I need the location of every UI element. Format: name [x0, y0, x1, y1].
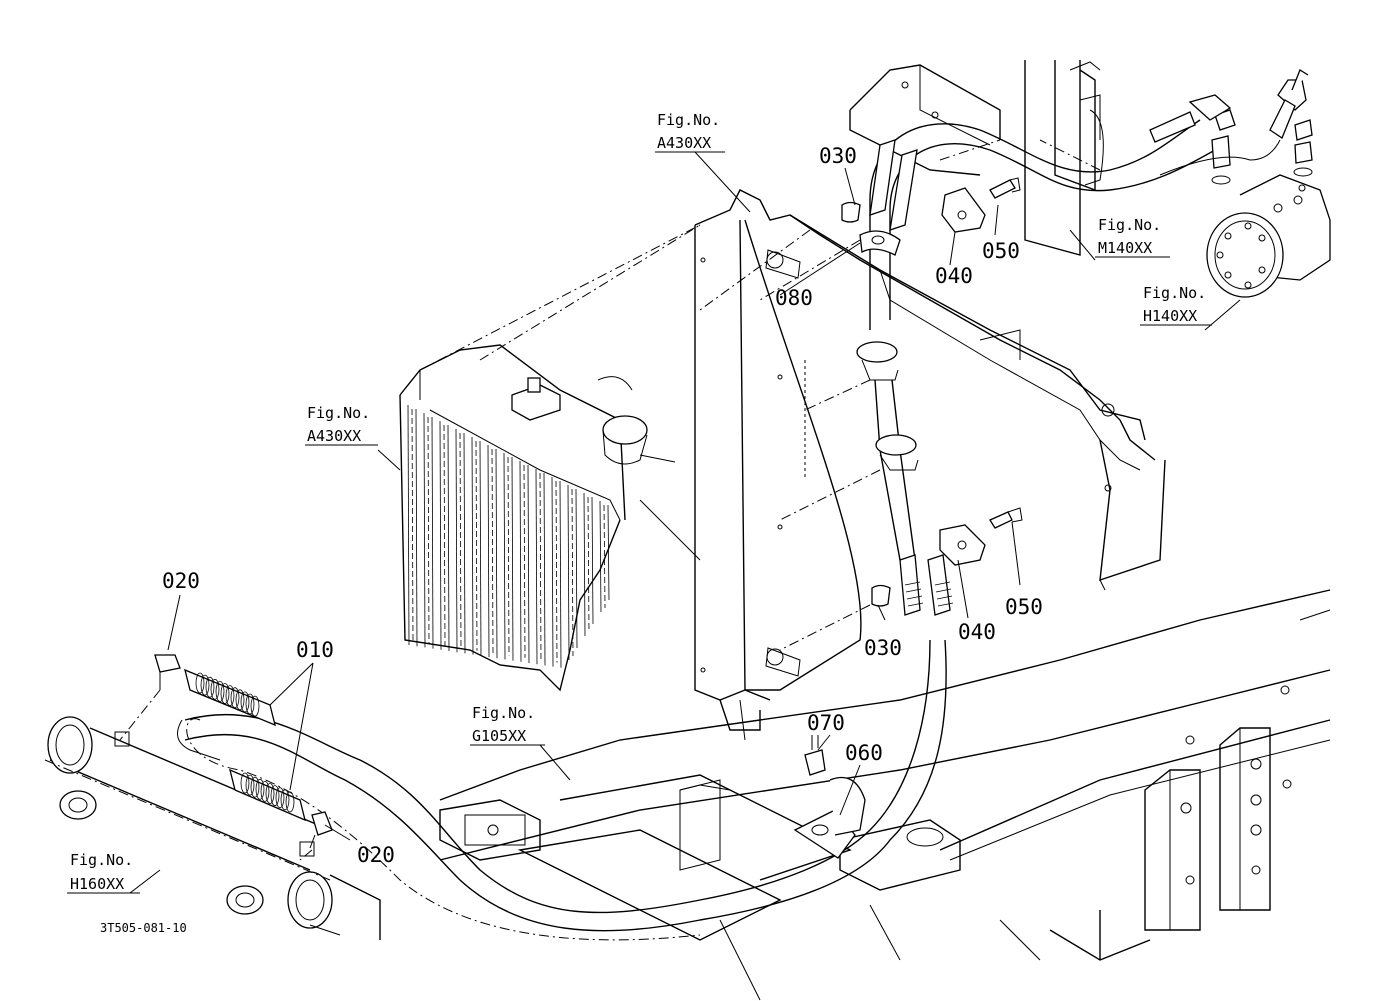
part-labels: 020 010 020 030 080 040 050 030 040 050 … — [162, 144, 1043, 867]
figure-ref-code: H140XX — [1143, 307, 1197, 325]
chassis-frame — [439, 589, 1331, 1001]
radiator-fins — [407, 404, 610, 668]
hose-crimp-upper — [195, 672, 260, 717]
leader-lines — [44, 139, 1241, 894]
hose-fittings-upper — [841, 139, 1021, 256]
hose-ends-lower — [154, 654, 333, 849]
part-label-040-upper: 040 — [935, 264, 973, 288]
part-label-080: 080 — [775, 286, 813, 310]
part-label-050-upper: 050 — [982, 239, 1020, 263]
figure-ref-a430-left: Fig.No. A430XX — [305, 404, 378, 446]
part-label-030-lower: 030 — [864, 636, 902, 660]
figure-ref-code: G105XX — [472, 727, 526, 745]
part-label-020-lower: 020 — [357, 843, 395, 867]
part-label-040-lower: 040 — [958, 620, 996, 644]
power-steering-cylinder — [47, 716, 381, 940]
part-label-060: 060 — [845, 741, 883, 765]
hose-clamps — [856, 341, 919, 471]
figure-ref-g105: Fig.No. G105XX — [470, 704, 545, 746]
figure-ref-prefix: Fig.No. — [472, 704, 535, 722]
steering-unit — [1149, 69, 1331, 298]
hose-fittings-lower — [793, 507, 1023, 859]
figure-ref-prefix: Fig.No. — [1143, 284, 1206, 302]
figure-ref-h140: Fig.No. H140XX — [1140, 284, 1212, 326]
radiator-core — [399, 344, 676, 692]
figure-ref-m140: Fig.No. M140XX — [1095, 216, 1170, 258]
figure-ref-code: H160XX — [70, 875, 124, 893]
part-label-020-upper: 020 — [162, 569, 200, 593]
figure-ref-h160: Fig.No. H160XX — [67, 851, 140, 894]
figure-ref-prefix: Fig.No. — [70, 851, 133, 869]
hose-crimp-lower — [240, 772, 295, 813]
figure-ref-prefix: Fig.No. — [657, 111, 720, 129]
figure-ref-prefix: Fig.No. — [1098, 216, 1161, 234]
figure-references: Fig.No. A430XX Fig.No. A430XX Fig.No. M1… — [67, 111, 1212, 894]
document-code: 3T505-081-10 — [100, 921, 187, 935]
part-label-050-lower: 050 — [1005, 595, 1043, 619]
figure-ref-a430-top: Fig.No. A430XX — [655, 111, 725, 153]
radiator-shroud — [694, 189, 1166, 741]
figure-ref-prefix: Fig.No. — [307, 404, 370, 422]
figure-ref-code: A430XX — [307, 427, 361, 445]
figure-ref-code: A430XX — [657, 134, 711, 152]
hydraulic-hoses — [184, 119, 1216, 941]
part-label-030-upper: 030 — [819, 144, 857, 168]
part-label-010: 010 — [296, 638, 334, 662]
part-label-070: 070 — [807, 711, 845, 735]
figure-ref-code: M140XX — [1098, 239, 1152, 257]
